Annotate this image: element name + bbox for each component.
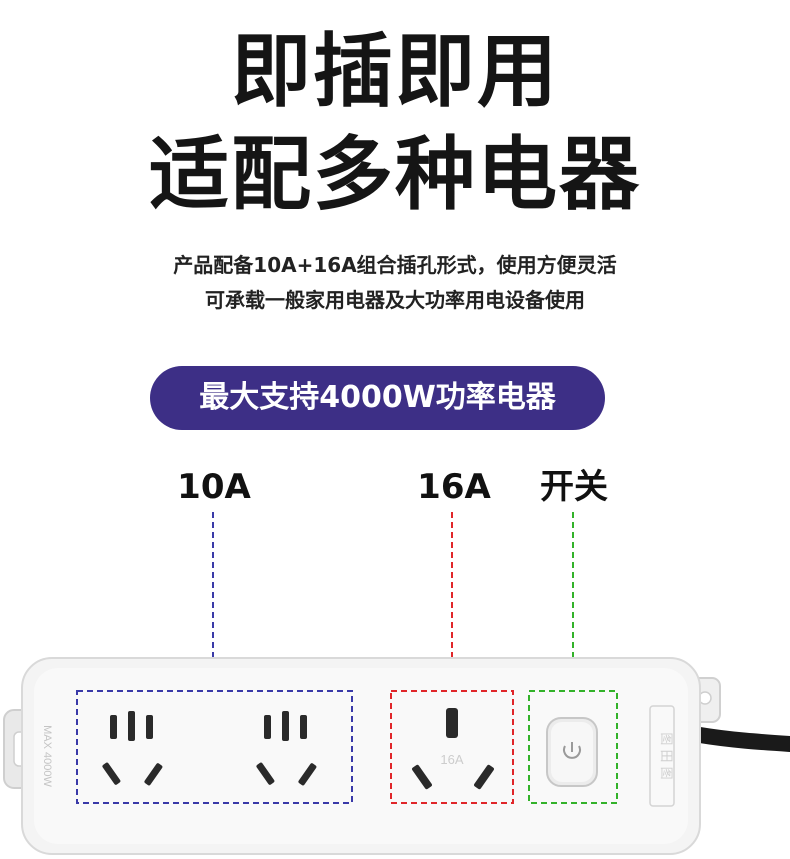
brand-mark: 图 田 图 [658, 732, 673, 779]
power-icon [563, 742, 581, 759]
power-strip-illustration: MAX 4000W 16A 图 田 图 [3, 512, 790, 855]
description-line-1: 产品配备10A+16A组合插孔形式，使用方便灵活 [173, 253, 617, 277]
socket-rating-mark: 16A [440, 752, 463, 767]
callout-label-10a: 10A [177, 467, 251, 507]
brand-mark-frame [649, 705, 675, 807]
headline-line-2: 适配多种电器 [149, 128, 641, 221]
max-power-badge: 最大支持4000W功率电器 [150, 366, 605, 430]
rating-side-text: MAX 4000W [41, 725, 53, 787]
callout-label-16a: 16A [417, 467, 491, 507]
description-line-2: 可承载一般家用电器及大功率用电设备使用 [205, 288, 585, 312]
callout-label-switch: 开关 [540, 467, 608, 507]
callout-box-10a [76, 690, 353, 804]
outlet-10a-2[interactable] [256, 711, 317, 786]
callout-box-16a [390, 690, 514, 804]
outlet-16a[interactable] [411, 708, 494, 790]
headline-line-1: 即插即用 [231, 25, 559, 118]
callout-box-switch [528, 690, 618, 804]
outlet-10a-1[interactable] [102, 711, 163, 786]
power-strip-face [34, 668, 688, 844]
power-cable [692, 727, 790, 752]
